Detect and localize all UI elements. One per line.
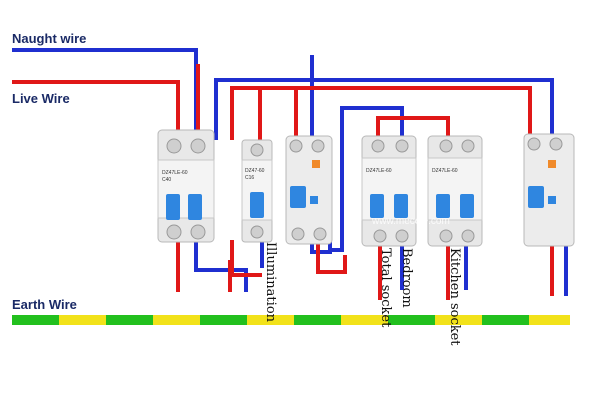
total-socket-label: Total socket (378, 248, 393, 328)
breaker-kitchen-socket-model: DZ47LE-60 (432, 168, 458, 174)
breaker-rcd-b (523, 133, 575, 247)
breaker-main-2p: DZ47LE-60 C40 (157, 129, 215, 243)
breaker-rcd-a (285, 135, 333, 245)
earth-bar (12, 315, 570, 325)
breaker-total-socket: DZ47LE-60 (361, 135, 417, 247)
breaker-kitchen-socket: DZ47LE-60 (427, 135, 483, 247)
breaker-illumination: DZ47-60 C16 (241, 139, 273, 243)
neutral-wire-label: Naught wire (12, 31, 87, 46)
watermark: www.mecele.com (371, 216, 450, 227)
breaker-illumination-model: DZ47-60 (245, 168, 265, 174)
live-wires (12, 64, 554, 300)
breaker-illumination-rating: C16 (245, 175, 254, 181)
earth-wire-label: Earth Wire (12, 297, 77, 312)
breaker-main-2p-rating: C40 (162, 177, 171, 183)
illumination-label: Illumination (263, 242, 278, 323)
live-wire-label: Live Wire (12, 91, 70, 106)
breaker-main-2p-model: DZ47LE-60 (162, 170, 188, 176)
bedroom-label: Bedroom (399, 248, 414, 308)
breaker-total-socket-model: DZ47LE-60 (366, 168, 392, 174)
kitchen-socket-label: Kitchen socket (447, 248, 462, 346)
